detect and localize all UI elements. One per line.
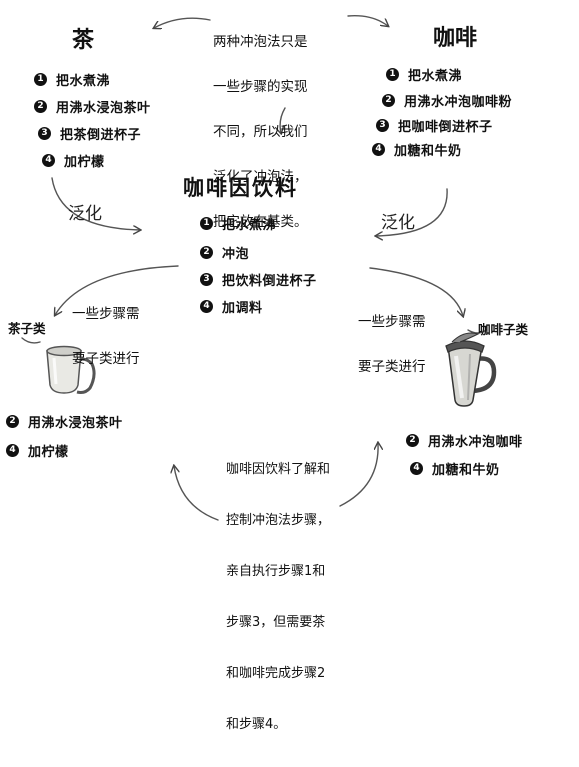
step-number-icon: 4 — [42, 154, 55, 167]
tea-subclass-label: 茶子类 — [8, 321, 46, 336]
coffee-step: 4 加糖和牛奶 — [372, 140, 462, 159]
step-text: 加柠檬 — [64, 155, 105, 170]
coffee-step: 3 把咖啡倒进杯子 — [376, 116, 493, 135]
top-note-line: 泛化了冲泡法， — [213, 169, 308, 185]
arrow-bottom-right — [339, 443, 378, 507]
step-text: 加糖和牛奶 — [394, 144, 462, 159]
top-note-line: 两种冲泡法只是 — [213, 34, 308, 50]
arrow-coffee-label-to-cup — [467, 329, 487, 334]
generalize-label-left: 泛化 — [68, 204, 102, 224]
bottom-note-line: 步骤3，但需要茶 — [226, 615, 326, 630]
step-number-icon: 2 — [34, 100, 47, 113]
subclass-note-line: 一些步骤需 — [72, 306, 140, 322]
tea-step: 2 用沸水浸泡茶叶 — [34, 97, 151, 116]
step-text: 加调料 — [222, 301, 263, 316]
diagram: 两种冲泡法只是 一些步骤的实现 不同，所以我们 泛化了冲泡法， 把它放在基类。 … — [6, 5, 529, 732]
beverage-title: 咖啡因饮料 — [183, 176, 298, 200]
step-number-icon: 2 — [406, 434, 419, 447]
beverage-step: 2 冲泡 — [200, 243, 249, 262]
step-number-icon: 1 — [386, 68, 399, 81]
arrow-to-tea-subclass — [55, 265, 179, 315]
arrow-tea-generalize — [51, 177, 140, 230]
tea-step: 3 把茶倒进杯子 — [38, 124, 141, 143]
bottom-note: 咖啡因饮料了解和 控制冲泡法步骤， 亲自执行步骤1和 步骤3，但需要茶 和咖啡完… — [226, 427, 330, 767]
beverage-step: 1 把水煮沸 — [200, 214, 276, 233]
tea-title: 茶 — [72, 28, 95, 53]
coffee-subclass-step: 4 加糖和牛奶 — [410, 459, 500, 478]
step-text: 加柠檬 — [28, 445, 69, 460]
arrow-bottom-left — [174, 466, 219, 521]
bottom-note-line: 和步骤4。 — [226, 717, 287, 732]
bottom-note-line: 控制冲泡法步骤， — [226, 513, 331, 528]
tea-subclass-step: 4 加柠檬 — [6, 441, 69, 460]
step-text: 把咖啡倒进杯子 — [398, 120, 493, 135]
step-number-icon: 3 — [376, 119, 389, 132]
arrow-note-to-tea — [154, 17, 211, 28]
step-number-icon: 2 — [200, 246, 213, 259]
bottom-note-line: 和咖啡完成步骤2 — [226, 666, 326, 681]
tea-subclass-step: 2 用沸水浸泡茶叶 — [6, 412, 123, 431]
step-text: 把水煮沸 — [222, 218, 277, 233]
top-note: 两种冲泡法只是 一些步骤的实现 不同，所以我们 泛化了冲泡法， 把它放在基类。 — [213, 5, 308, 260]
coffee-step: 1 把水煮沸 — [386, 65, 462, 84]
step-number-icon: 2 — [6, 415, 19, 428]
coffee-title: 咖啡 — [433, 26, 478, 51]
generalize-label-right: 泛化 — [381, 213, 415, 233]
arrow-to-coffee-subclass — [369, 267, 463, 316]
bottom-note-line: 咖啡因饮料了解和 — [226, 462, 331, 477]
coffee-subclass-label: 咖啡子类 — [478, 322, 529, 337]
step-number-icon: 2 — [382, 94, 395, 107]
beverage-step: 4 加调料 — [200, 297, 263, 316]
arrow-note-down — [280, 107, 286, 133]
arrow-coffee-generalize — [376, 188, 448, 236]
arrow-tea-label-to-cup — [21, 337, 41, 344]
step-number-icon: 4 — [410, 462, 423, 475]
tea-cup-icon — [46, 345, 96, 394]
step-text: 用沸水浸泡茶叶 — [28, 416, 123, 431]
step-text: 把水煮沸 — [408, 69, 463, 84]
arrows-layer — [21, 15, 497, 521]
step-number-icon: 1 — [200, 217, 213, 230]
coffee-subclass-step: 2 用沸水冲泡咖啡 — [406, 431, 523, 450]
step-text: 把水煮沸 — [56, 74, 111, 89]
step-number-icon: 3 — [38, 127, 51, 140]
step-text: 把茶倒进杯子 — [60, 128, 142, 143]
tea-step: 1 把水煮沸 — [34, 70, 110, 89]
subclass-note-left: 一些步骤需 要子类进行 — [72, 277, 140, 397]
tea-step: 4 加柠檬 — [42, 151, 105, 170]
subclass-note-right: 一些步骤需 要子类进行 — [358, 285, 426, 405]
top-note-line: 把它放在基类。 — [213, 214, 308, 230]
top-note-line: 一些步骤的实现 — [213, 79, 308, 95]
step-text: 用沸水冲泡咖啡粉 — [404, 95, 513, 110]
subclass-note-line: 一些步骤需 — [358, 314, 426, 330]
coffee-mug-icon — [445, 332, 497, 407]
step-text: 把饮料倒进杯子 — [222, 274, 317, 289]
step-text: 冲泡 — [222, 247, 250, 262]
step-number-icon: 4 — [200, 300, 213, 313]
top-note-line: 不同，所以我们 — [213, 124, 308, 140]
step-text: 用沸水冲泡咖啡 — [428, 435, 523, 450]
arrow-note-to-coffee — [347, 15, 388, 26]
bottom-note-line: 亲自执行步骤1和 — [226, 564, 326, 579]
beverage-step: 3 把饮料倒进杯子 — [200, 270, 317, 289]
step-number-icon: 4 — [372, 143, 385, 156]
step-number-icon: 3 — [200, 273, 213, 286]
subclass-note-line: 要子类进行 — [72, 351, 140, 367]
step-text: 用沸水浸泡茶叶 — [56, 101, 151, 116]
step-number-icon: 4 — [6, 444, 19, 457]
step-text: 加糖和牛奶 — [432, 463, 500, 478]
subclass-note-line: 要子类进行 — [358, 359, 426, 375]
step-number-icon: 1 — [34, 73, 47, 86]
coffee-step: 2 用沸水冲泡咖啡粉 — [382, 91, 512, 110]
